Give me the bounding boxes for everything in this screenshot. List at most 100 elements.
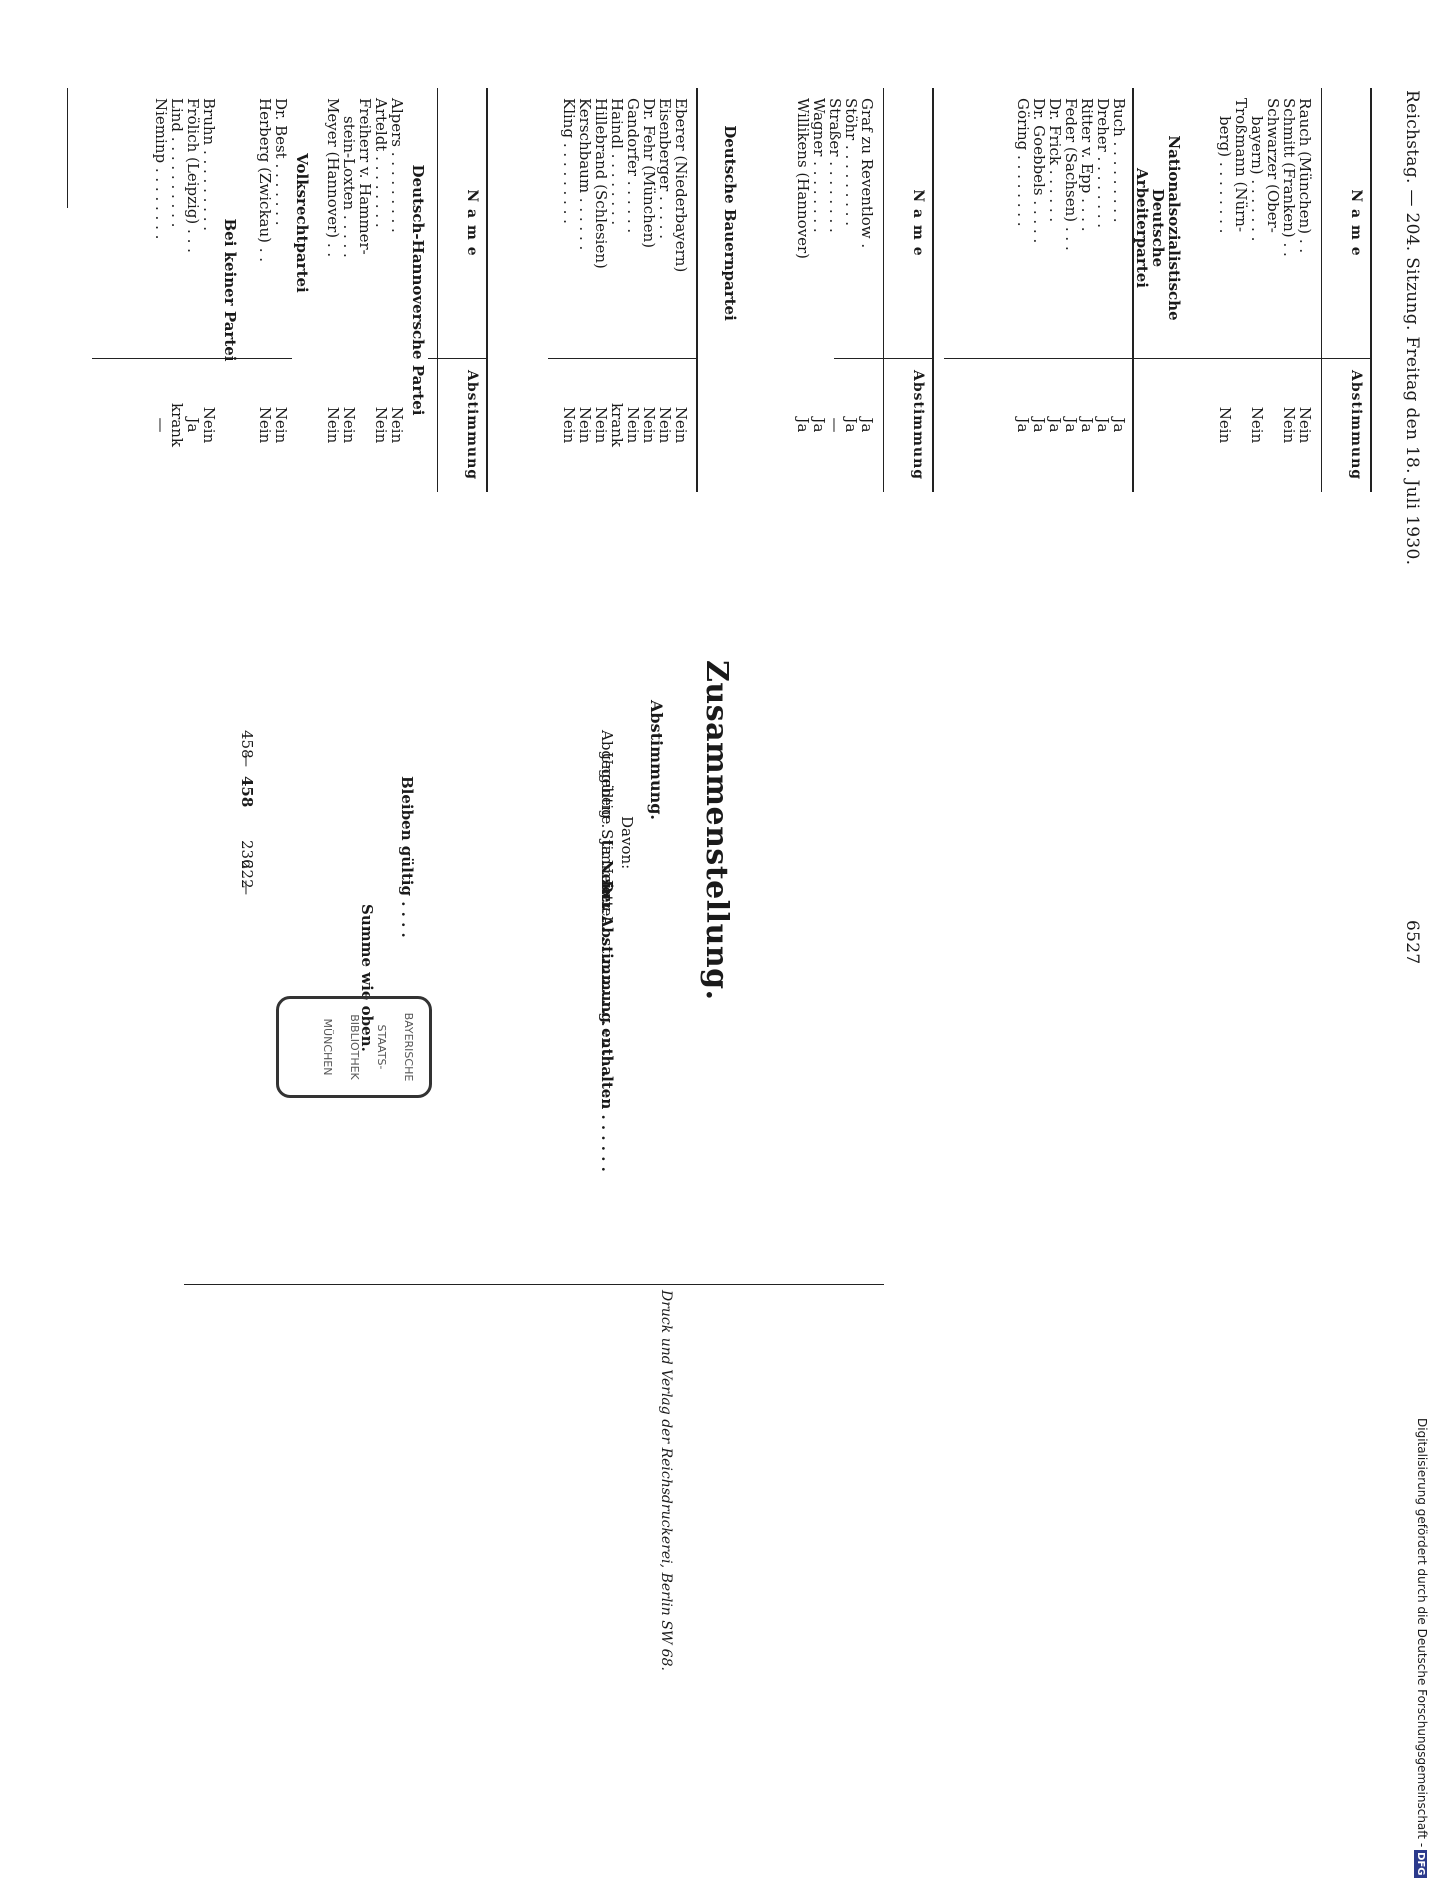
- vote-table-3: N a m e Abstimmung Deutsch-Hannoversche …: [60, 88, 488, 492]
- vote-value: Ja: [810, 417, 828, 433]
- vote-value: Ja: [1094, 417, 1112, 433]
- vote-value: Ja: [1062, 417, 1080, 433]
- table-row: Kerschbaum . . . . . .: [576, 98, 594, 251]
- column-header-name: N a m e: [464, 189, 480, 257]
- party-heading: Nationalsozialistische Deutsche Arbeiter…: [1133, 135, 1183, 321]
- table-row: Kling . . . . . . . . .: [560, 98, 578, 224]
- vote-value: Nein: [372, 406, 390, 444]
- table-row: Haindl . . . . . . . .: [608, 98, 626, 226]
- table-row: Freiherr v. Hammer-: [356, 98, 374, 255]
- summary-title: Zusammenstellung.: [699, 660, 734, 1001]
- table-row: Lind . . . . . . . . . .: [168, 98, 186, 228]
- table-row: Nieminp . . . . . . . .: [152, 98, 170, 240]
- vote-value: Nein: [624, 406, 642, 444]
- dfg-logo: DFG: [1414, 1850, 1427, 1878]
- vote-value: Nein: [672, 406, 690, 444]
- summary-subtitle: Abstimmung.: [647, 700, 666, 820]
- vote-value: Nein: [200, 406, 218, 444]
- table-row: Schmitt (Franken) . .: [1280, 98, 1298, 257]
- summary-abst-value: —: [238, 880, 256, 895]
- vote-value: krank: [608, 403, 626, 447]
- vote-value: krank: [168, 403, 186, 447]
- printer-imprint: Druck und Verlag der Reichsdruckerei, Be…: [658, 1290, 674, 1671]
- vote-value: Ja: [1078, 417, 1096, 433]
- vote-value: Ja: [842, 417, 860, 433]
- table-row: Straßer . . . . . . . .: [826, 98, 844, 233]
- digitization-text: Digitalisierung gefördert durch die Deut…: [1415, 1418, 1429, 1848]
- vote-value: Ja: [1030, 417, 1048, 433]
- table-row: Rauch (München) . .: [1296, 98, 1314, 254]
- table-row: Dreher . . . . . . . .: [1094, 98, 1112, 229]
- vote-value: Ja: [184, 417, 202, 433]
- table-head-rule: [1321, 88, 1322, 492]
- table-head-rule: [883, 88, 884, 492]
- stamp-line: BIBLIOTHEK: [348, 1014, 361, 1080]
- table-bottom-rule: [67, 88, 68, 208]
- table-row: Feder (Sachsen) . . .: [1062, 98, 1080, 251]
- vote-value: Nein: [1248, 406, 1266, 444]
- stamp-line: BAYERISCHE: [402, 1012, 415, 1082]
- table-row: Meyer (Hannover) . .: [324, 98, 342, 258]
- party-heading: Bei keiner Partei: [221, 218, 239, 362]
- table-head-rule: [437, 88, 438, 492]
- vote-table-1: N a m e Abstimmung Rauch (München) . . N…: [944, 88, 1372, 492]
- vote-value: Nein: [324, 406, 342, 444]
- summary-valid-value: 458: [238, 776, 256, 808]
- table-row: Bruhn . . . . . . . . .: [200, 98, 218, 232]
- footer-rule: [184, 1284, 884, 1285]
- vote-table-2: N a m e Abstimmung Graf zu Reventlow . J…: [506, 88, 934, 492]
- page-number: 6527: [1402, 920, 1422, 965]
- vote-value: Nein: [272, 406, 290, 444]
- summary-invalid-value: —: [238, 752, 256, 767]
- page-header: Reichstag. — 204. Sitzung. Freitag den 1…: [1402, 90, 1422, 566]
- table-row: Frölich (Leipzig) . . .: [184, 98, 202, 253]
- vote-value: Nein: [1296, 406, 1314, 444]
- library-stamp: BAYERISCHE STAATS- BIBLIOTHEK MÜNCHEN: [276, 996, 432, 1098]
- vote-value: Nein: [388, 406, 406, 444]
- stamp-line: STAATS-: [375, 1024, 388, 1070]
- table-row: Dr. Goebbels . . . . .: [1030, 98, 1048, 244]
- table-row: Ritter v. Epp . . . .: [1078, 98, 1096, 232]
- table-row: Troßmann (Nürn-: [1232, 98, 1250, 233]
- table-row: Hillebrand (Schlesien): [592, 98, 610, 269]
- table-row: Wagner . . . . . . . .: [810, 98, 828, 233]
- vote-value: Ja: [1046, 417, 1064, 433]
- table-top-rule: [932, 88, 934, 492]
- table-row: Eisenberger . . . . .: [656, 98, 674, 239]
- table-row: Herberg (Zwickau) . .: [256, 98, 274, 263]
- digitization-note: Digitalisierung gefördert durch die Deut…: [1414, 1418, 1429, 1878]
- table-row: Willikens (Hannover): [794, 98, 812, 260]
- column-header-name: N a m e: [1348, 189, 1364, 257]
- table-row: Arteldt . . . . . . . .: [372, 98, 390, 228]
- column-header-vote: Abstimmung: [910, 369, 926, 481]
- column-header-vote: Abstimmung: [464, 369, 480, 481]
- vote-value: Nein: [256, 406, 274, 444]
- table-row: Dr. Best . . . . . . .: [272, 98, 290, 226]
- vote-value: Nein: [340, 406, 358, 444]
- vote-value: —: [826, 417, 844, 433]
- table-row: Göring . . . . . . . .: [1014, 98, 1032, 227]
- party-heading: Deutsch-Hannoversche Partei: [409, 164, 427, 416]
- stamp-line: MÜNCHEN: [321, 1018, 334, 1076]
- vote-value: Nein: [592, 406, 610, 444]
- table-row: Buch . . . . . . . . .: [1110, 98, 1128, 223]
- vote-value: Ja: [858, 417, 876, 433]
- table-row: berg) . . . . . . . .: [1216, 116, 1234, 234]
- section-rule: [1132, 88, 1134, 492]
- column-header-name: N a m e: [910, 189, 926, 257]
- vote-value: Ja: [794, 417, 812, 433]
- table-row: bayern) . . . . . . .: [1248, 116, 1266, 242]
- document-page: Reichstag. — 204. Sitzung. Freitag den 1…: [60, 88, 1429, 1878]
- table-row: Dr. Fehr (München): [640, 98, 658, 249]
- vote-value: —: [152, 417, 170, 433]
- table-row: stein-Loxten . . . . .: [340, 116, 358, 258]
- summary-valid-label: Bleiben gültig . . . .: [398, 776, 416, 938]
- vote-value: Nein: [640, 406, 658, 444]
- vote-value: Nein: [1280, 406, 1298, 444]
- vote-value: Ja: [1014, 417, 1032, 433]
- table-row: Gandorfer . . . . . .: [624, 98, 642, 234]
- table-top-rule: [486, 88, 488, 492]
- section-rule: [696, 88, 698, 492]
- summary-davon: Davon:: [618, 816, 636, 870]
- vote-value: Nein: [1216, 406, 1234, 444]
